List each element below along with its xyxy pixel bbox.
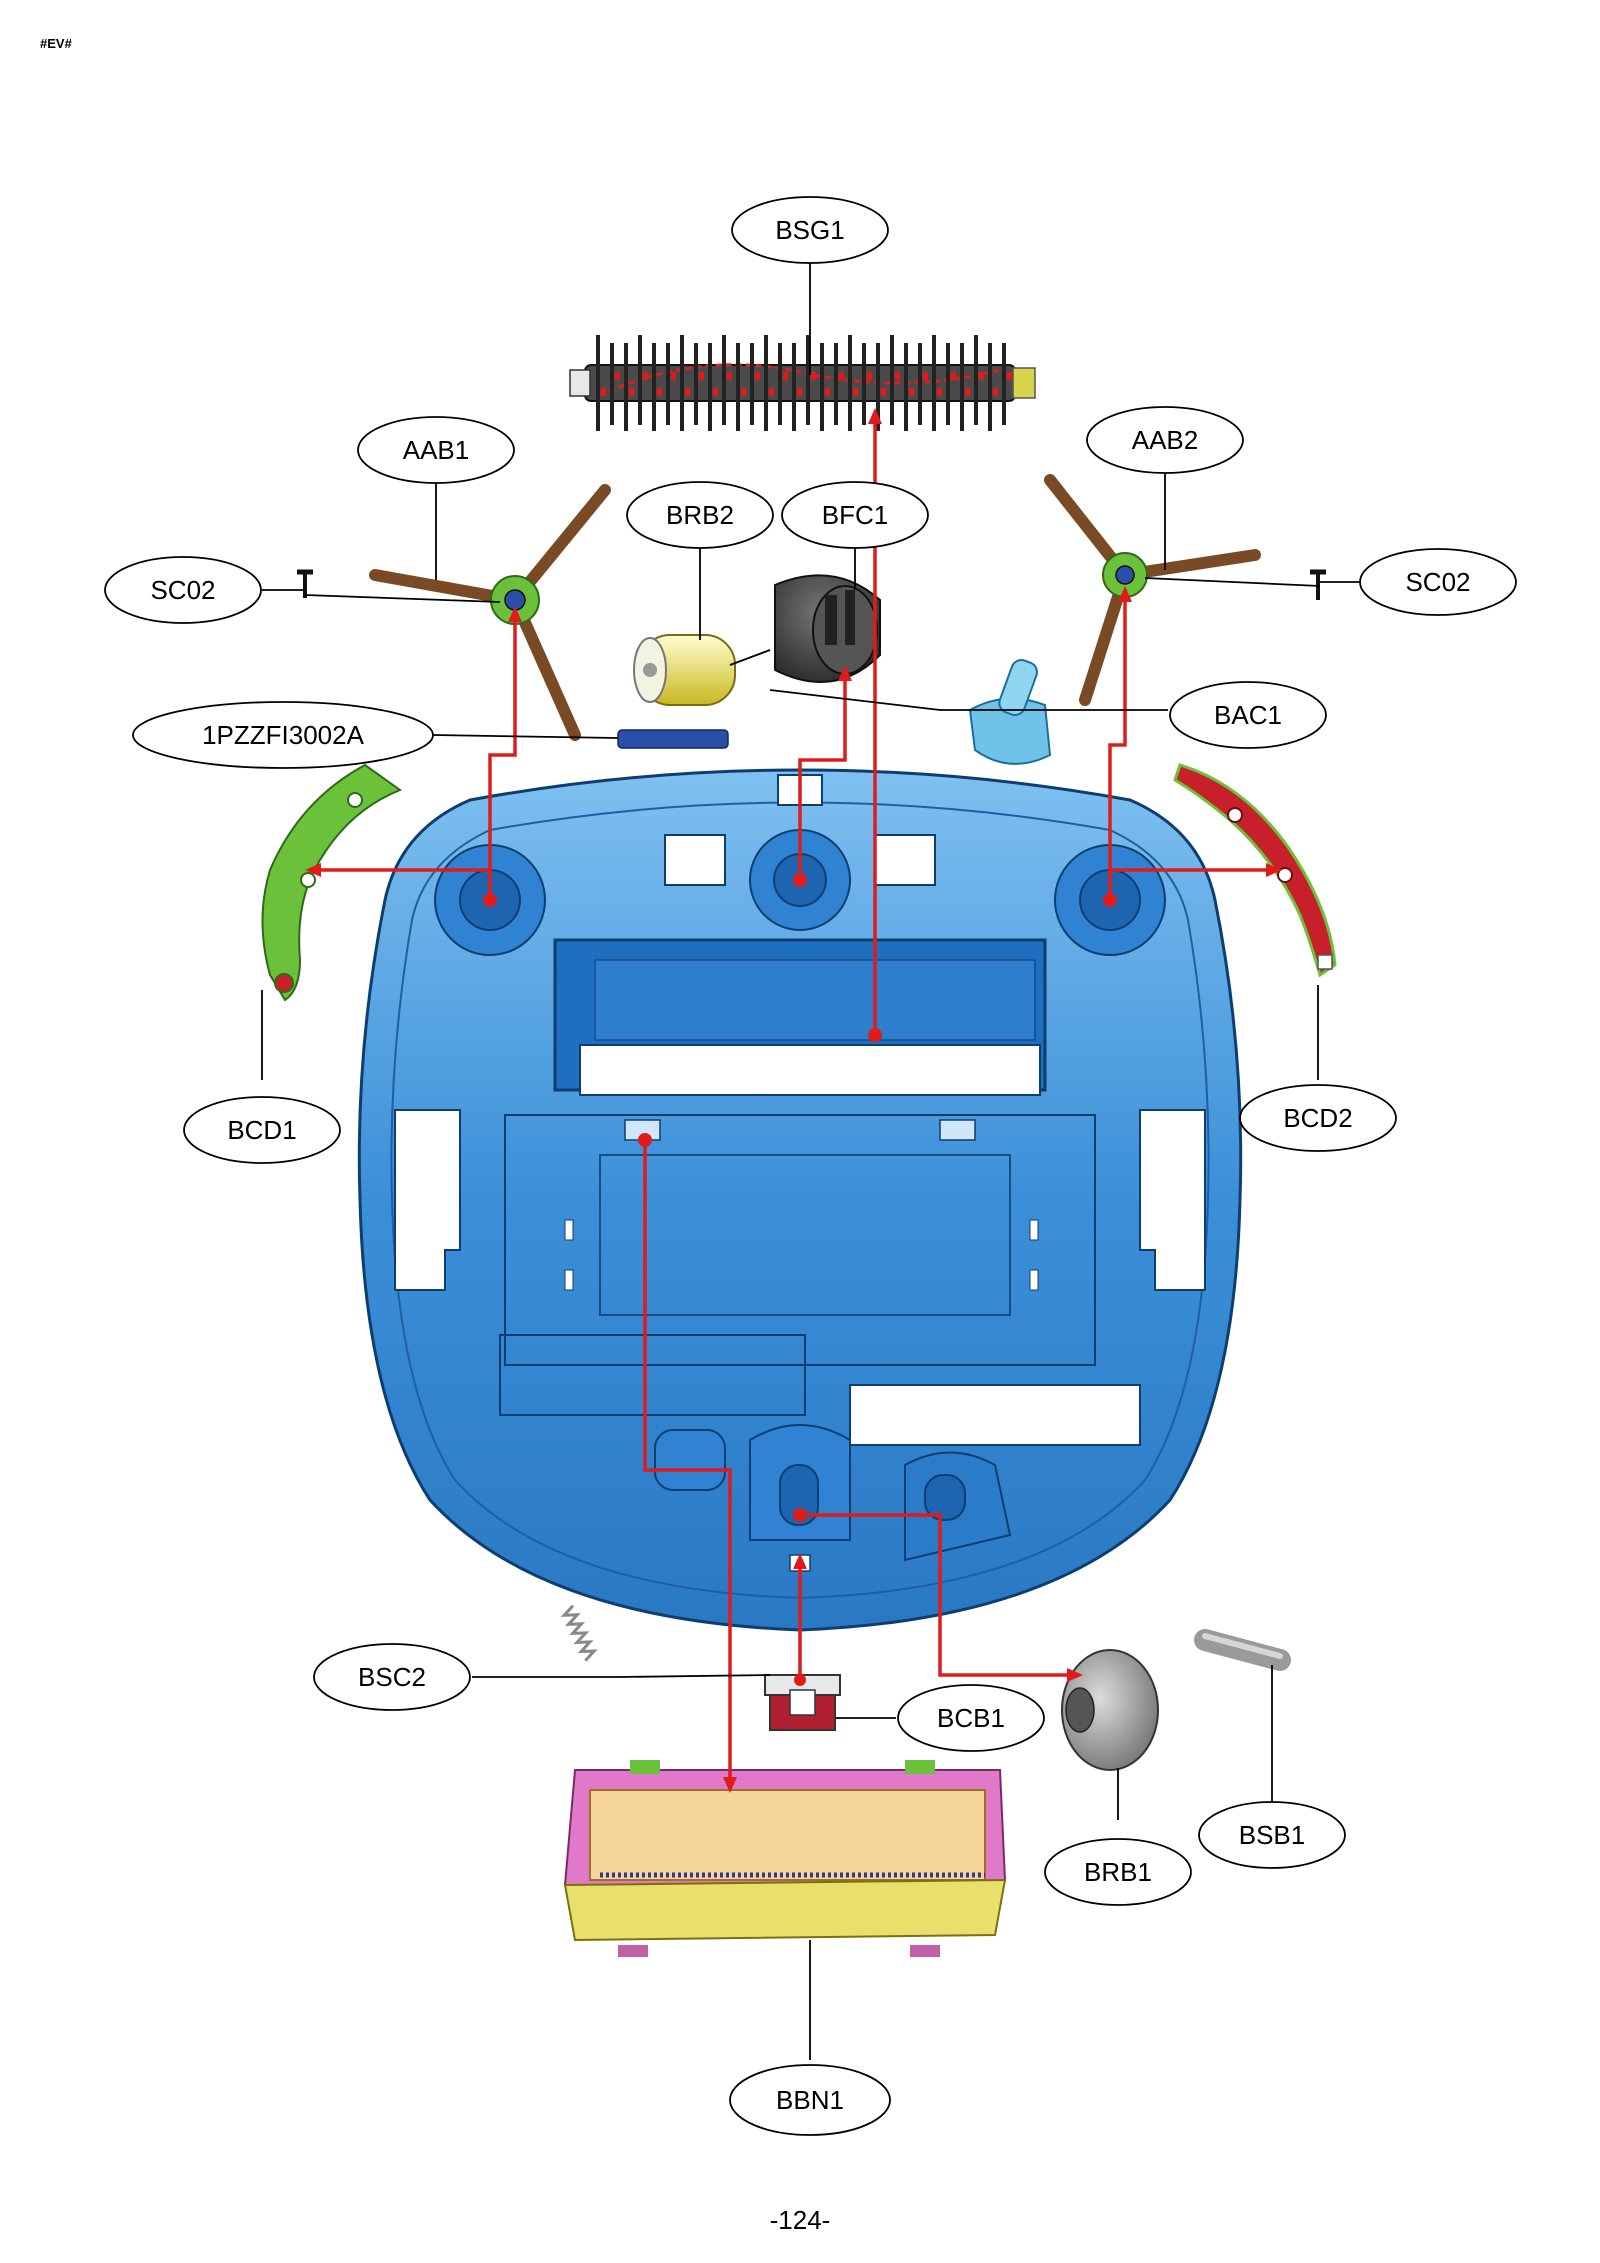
callout-sc02-right — [1359, 548, 1517, 616]
bristle-marker — [839, 372, 844, 380]
bristle-marker — [965, 388, 970, 396]
callout-aab1 — [357, 416, 515, 484]
rear-wheel — [1061, 1649, 1159, 1771]
label-sc02-right: SC02 — [1405, 567, 1470, 597]
bristle-marker — [1007, 372, 1012, 380]
bumper-left — [261, 763, 403, 1002]
roller-shaft — [617, 729, 729, 749]
spring-icon — [560, 1604, 598, 1662]
label-1pzzfi3002a: 1PZZFI3002A — [202, 720, 365, 750]
arrow-bfc1 — [798, 680, 847, 880]
label-brb1: BRB1 — [1084, 1857, 1152, 1887]
label-sc02-left: SC02 — [150, 575, 215, 605]
label-bcb1: BCB1 — [937, 1703, 1005, 1733]
bristle-marker — [951, 372, 956, 380]
arrow-heads — [305, 408, 1282, 1793]
callout-bcd2 — [1239, 1084, 1397, 1152]
bristle-marker — [825, 388, 830, 396]
cyan-actuator — [968, 659, 1052, 765]
arrow-bbn1 — [643, 1140, 732, 1780]
bristle-marker — [769, 388, 774, 396]
callout-bcb1 — [897, 1684, 1045, 1752]
small-roller — [633, 634, 736, 706]
bristle-marker — [657, 388, 662, 396]
bristle-marker — [741, 388, 746, 396]
callout-brb1 — [1044, 1838, 1192, 1906]
side-brush-right — [1044, 474, 1261, 706]
callout-bsb1 — [1198, 1801, 1346, 1869]
label-bac1: BAC1 — [1214, 700, 1282, 730]
label-bcd1: BCD1 — [227, 1115, 296, 1145]
bristle-marker — [629, 388, 634, 396]
label-aab2: AAB2 — [1132, 425, 1199, 455]
callout-brb2 — [626, 481, 774, 549]
bristle-marker — [937, 388, 942, 396]
bristle-marker — [979, 372, 984, 380]
dust-bin — [563, 1760, 1007, 1957]
wheel-axle — [1194, 1629, 1291, 1671]
callout-bbn1 — [729, 2064, 891, 2136]
bristle-marker — [797, 388, 802, 396]
bumper-right — [1173, 763, 1337, 978]
callout-aab2 — [1086, 406, 1244, 474]
bristle-marker — [909, 388, 914, 396]
callout-bfc1 — [781, 481, 929, 549]
label-bsc2: BSC2 — [358, 1662, 426, 1692]
bristle-marker — [993, 388, 998, 396]
bristle-marker — [867, 372, 872, 380]
screw-left-icon — [297, 569, 313, 598]
callout-sc02-left — [104, 556, 262, 624]
bristle-marker — [643, 372, 648, 380]
castor-holder — [764, 1674, 841, 1731]
page-number: -124- — [769, 2205, 831, 2235]
side-brush-left — [369, 484, 611, 741]
callout-bsc2 — [313, 1643, 471, 1711]
label-brb2: BRB2 — [666, 500, 734, 530]
bristle-marker — [755, 372, 760, 380]
bristle-marker — [671, 372, 676, 380]
bristle-marker — [699, 372, 704, 380]
callouts — [104, 196, 1517, 2136]
label-bfc1: BFC1 — [822, 500, 888, 530]
bristle-marker — [895, 372, 900, 380]
main-brush-bristles — [596, 335, 1012, 431]
callout-bsg1 — [731, 196, 889, 264]
bristle-marker — [853, 388, 858, 396]
arrow-brb1 — [800, 1513, 1070, 1677]
bristle-marker — [811, 372, 816, 380]
label-bcd2: BCD2 — [1283, 1103, 1352, 1133]
callout-leaders — [261, 254, 1360, 2060]
callout-bac1 — [1169, 681, 1327, 749]
callout-1pzzfi3002a — [132, 701, 434, 769]
front-castor — [774, 574, 881, 683]
callout-bcd1 — [183, 1096, 341, 1164]
bristle-marker — [615, 372, 620, 380]
bristle-marker — [727, 372, 732, 380]
label-bbn1: BBN1 — [776, 2085, 844, 2115]
header-tag: #EV# — [40, 36, 72, 51]
bristle-marker — [685, 388, 690, 396]
main-housing — [357, 768, 1243, 1632]
label-aab1: AAB1 — [403, 435, 470, 465]
bristle-marker — [601, 388, 606, 396]
bristle-marker — [783, 372, 788, 380]
label-bsg1: BSG1 — [775, 215, 844, 245]
bristle-marker — [923, 372, 928, 380]
bristle-marker — [713, 388, 718, 396]
bristle-marker — [881, 388, 886, 396]
label-bsb1: BSB1 — [1239, 1820, 1306, 1850]
arrow-aab2 — [1108, 600, 1127, 900]
arrow-aab1 — [488, 620, 517, 900]
